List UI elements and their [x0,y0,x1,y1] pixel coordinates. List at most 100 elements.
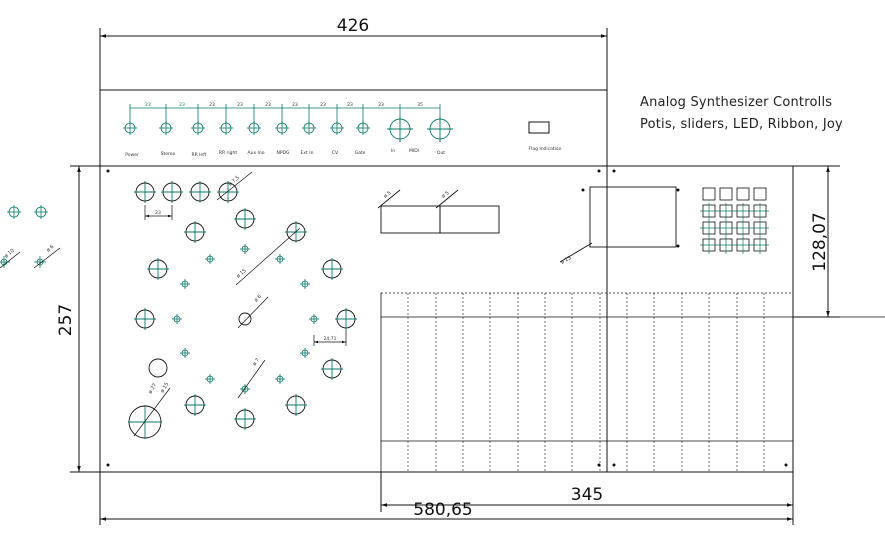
dia-label: ø 5 [383,190,393,199]
trimmers [172,244,319,394]
pitch-labels: 23 23 23 23 23 23 23 23 23 35 [145,102,423,108]
jack-label: MIDI [409,148,419,154]
top-panel [99,28,608,167]
jack-label: Out [437,150,445,156]
jack-label: Ext In [301,150,314,156]
pot [335,308,357,330]
midi-in-jack [387,116,413,142]
jack-label: Stereo [161,151,176,157]
diameter-labels: ø 7,5 ø 15 ø 6 ø 7 ø 27 ø 15 23 24,71 [148,175,337,395]
midi-jacks [387,116,453,142]
jack-label: RR right [219,150,237,156]
pitch-label: 23 [237,102,243,108]
jacks [123,121,370,135]
pot [321,358,343,380]
pot [184,394,206,416]
pitch-label: 23 [209,102,215,108]
trimmer [275,374,285,384]
dim-left-height: 257 [56,304,76,336]
left-leaders [0,247,61,269]
jack-labels: Power Stereo RR left RR right Aux Ino NP… [125,146,561,158]
keypad [702,187,767,252]
jack-label: CV [332,150,339,156]
pot [147,258,169,280]
pitch-label: 23 [378,102,384,108]
ribbon-grid [380,292,885,472]
joystick-knob [128,405,162,439]
dim-bottom-right: 345 [571,485,603,505]
jack-rr-left [191,121,205,135]
trimmer [205,374,215,384]
dia-label: ø 27 [148,382,159,395]
dia-label: ø 6 [45,244,55,254]
trimmer [240,384,250,394]
jack-label: In [391,148,395,154]
pitch-label: 23 [292,102,298,108]
jack-label: NPDG [276,150,290,156]
jack-label: RR left [192,152,207,158]
jack-stereo [159,121,173,135]
pitch-label: 23 [320,102,326,108]
dim-bottom-overall: 580,65 [413,500,472,520]
jack-label: Power [125,152,139,158]
dia-label: ø 7 [252,357,261,367]
keypad-centers [700,203,769,254]
main-panel [70,165,840,525]
pot [161,181,183,203]
dia-label: ø 6 [253,294,263,304]
jack-power [123,121,137,135]
pitch-label-last: 35 [417,102,423,108]
jack-label: Gate [355,150,366,156]
leader-lines [133,171,347,437]
dia-label: ø 23 [560,255,573,266]
drawing-subtitle: Potis, sliders, LED, Ribbon, Joy [640,117,843,132]
pitch-label: 23 [179,102,185,108]
ribbon-keys [407,293,765,472]
dim-right-height: 128,07 [810,212,830,271]
dia-label: ø 10 [3,248,15,260]
trimmer [309,314,319,324]
dim-top-width: 426 [337,16,369,36]
display [559,186,677,263]
dia-label: ø 15 [160,381,171,394]
pot [148,358,168,378]
pot [189,181,211,203]
drawing-title: Analog Synthesizer Controlls [640,95,833,110]
pot [184,221,206,243]
trimmer [300,279,310,289]
trimmer [300,348,310,358]
left-details [0,205,48,268]
jack-aux-in [247,121,261,135]
jack-label: Aux Ino [248,150,265,156]
pot [321,258,343,280]
jack-cv [330,121,344,135]
pot [134,308,156,330]
trimmer [172,314,182,324]
spacing-label: 24,71 [324,336,337,342]
jack-ext-in [302,121,316,135]
dia-label: ø 15 [235,268,247,280]
pitch-label: 23 [347,102,353,108]
mount-holes [106,169,788,467]
spacing-label: 23 [155,210,161,216]
center-pot [238,312,252,326]
pot [134,181,156,203]
pots [128,181,357,439]
trimmer [180,279,190,289]
flag-indicator [528,121,550,134]
midi-out-jack [427,116,453,142]
pitch-label: 23 [265,102,271,108]
pot [285,394,307,416]
dia-label: ø 5 [441,190,451,199]
pot [234,208,256,230]
trimmer [275,254,285,264]
jack-gate [356,121,370,135]
jack-npdg [275,121,289,135]
pot [234,408,256,430]
detail-trim [34,256,46,268]
trimmer [240,244,250,254]
detail-jack [34,205,48,219]
jack-rr-right [219,121,233,135]
jack-pitch-dims [129,104,441,126]
